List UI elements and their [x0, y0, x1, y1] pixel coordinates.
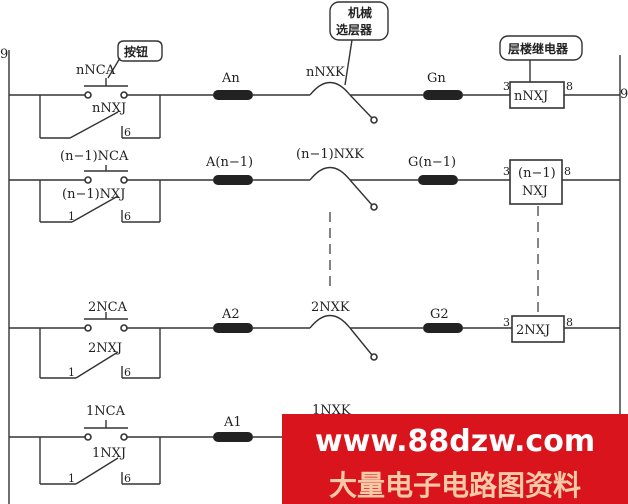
- nxj-label-1: 1NXJ: [92, 446, 126, 461]
- relay-label-n-1-line2: NXJ: [522, 184, 548, 199]
- resistor-g-n-1: [418, 175, 458, 185]
- button-callout: 按钮: [107, 40, 163, 79]
- g-label-n: Gn: [427, 71, 446, 86]
- button-callout-text: 按钮: [124, 44, 148, 59]
- p8-label-2: 8: [566, 316, 573, 329]
- nca-label-1: 1NCA: [86, 404, 126, 419]
- resistor-g2: [423, 323, 463, 333]
- selector-callout: 机械 选层器: [329, 1, 389, 86]
- g-label-n-1: G(n−1): [408, 155, 456, 170]
- pin1-label-2: 1: [68, 366, 75, 379]
- nxk-label-n: nNXK: [306, 65, 345, 80]
- selector-callout-line1: 机械: [348, 5, 372, 20]
- resistor-an: [213, 90, 253, 100]
- pin6-label-n-1: 6: [124, 210, 131, 223]
- nxk-label-2: 2NXK: [311, 300, 350, 315]
- relay-label-n-1-line1: (n−1): [518, 166, 556, 181]
- nxk-label-n-1: (n−1)NXK: [296, 147, 364, 162]
- p3-label-n: 3: [503, 80, 510, 93]
- a-label-n-1: A(n−1): [205, 155, 253, 170]
- nxj-label-n-1: (n−1)NXJ: [62, 187, 126, 202]
- resistor-a-n-1: [213, 175, 253, 185]
- relay-callout-text: 层楼继电器: [508, 41, 569, 56]
- pin1-label-1: 1: [68, 472, 75, 485]
- nca-label-2: 2NCA: [88, 300, 128, 315]
- rung-1: [9, 420, 282, 485]
- watermark-banner: www.88dzw.com 大量电子电路图资料: [282, 414, 628, 504]
- nxk-arc: [309, 81, 351, 96]
- p8-label-n-1: 8: [564, 165, 571, 178]
- g-label-2: G2: [430, 307, 449, 322]
- p3-label-2: 3: [503, 316, 510, 329]
- a-label-1: A1: [223, 415, 242, 430]
- resistor-a2: [213, 323, 253, 333]
- p8-label-n: 8: [566, 80, 573, 93]
- rung-n: [9, 78, 620, 139]
- relay-box-n-1: [509, 159, 563, 205]
- selector-callout-line2: 选层器: [336, 22, 373, 37]
- a-label-n: An: [221, 71, 240, 86]
- pin6-label-2: 6: [124, 366, 131, 379]
- nca-label-n-1: (n−1)NCA: [60, 149, 129, 164]
- left-rail-label: 9: [0, 47, 8, 62]
- nca-label-n: nNCA: [76, 63, 116, 78]
- pin1-label-n-1: 1: [68, 210, 75, 223]
- relay-label-2: 2NXJ: [516, 323, 550, 338]
- a-label-2: A2: [221, 307, 240, 322]
- resistor-gn: [423, 90, 463, 100]
- p3-label-n-1: 3: [503, 165, 510, 178]
- nxj-label-n: nNXJ: [92, 101, 126, 116]
- pin6-label-1: 6: [124, 472, 131, 485]
- relay-label-n: nNXJ: [514, 89, 548, 104]
- pin6-label-n: 6: [124, 126, 131, 139]
- right-rail-label: 9: [620, 87, 628, 102]
- relay-box-2: [511, 315, 565, 343]
- nxj-label-2: 2NXJ: [88, 341, 122, 356]
- watermark-url: www.88dzw.com: [314, 424, 596, 459]
- relay-callout: 层楼继电器: [499, 35, 583, 82]
- resistor-a1: [213, 432, 253, 442]
- rung-2: [9, 312, 620, 379]
- watermark-cn: 大量电子电路图资料: [328, 469, 581, 502]
- rung-n-1: [9, 159, 620, 223]
